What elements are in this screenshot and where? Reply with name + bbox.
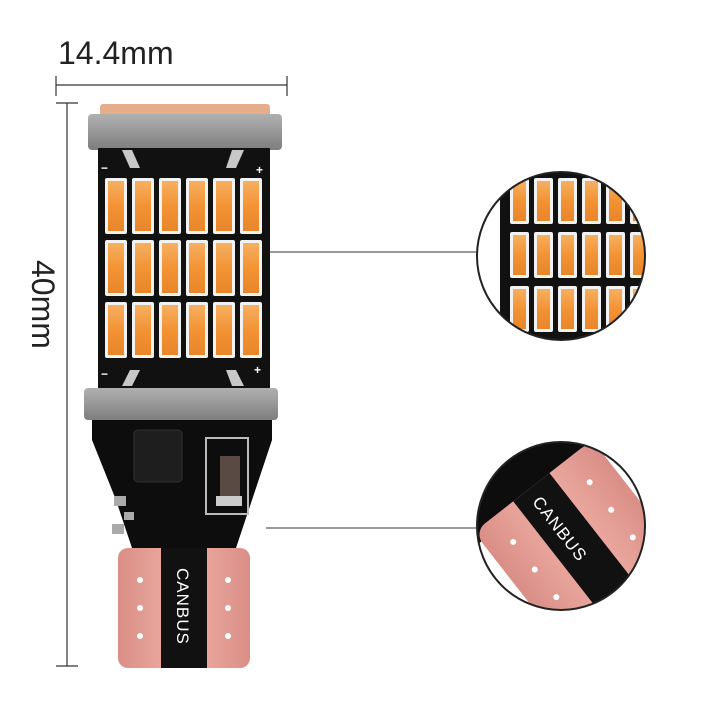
contact-dot [510,538,517,545]
led-chip [630,178,645,224]
width-dimension: 14.4mm [55,35,288,96]
height-dimension: 40mm [25,102,78,667]
clip-foot [122,150,140,168]
canbus-label: CANBUS [173,568,192,645]
led-chip-phosphor [633,235,645,275]
contact-dot [225,605,231,611]
led-bulb: − + − + CANBUS [84,104,282,668]
zoom-center-strip [513,473,636,610]
led-chip-phosphor [108,243,124,293]
polarity-plus-label: + [254,363,261,377]
led-chip-phosphor [585,181,598,221]
solder-pad [124,512,134,520]
contact-dot [586,479,593,486]
led-chip-phosphor [189,243,205,293]
led-chip-phosphor [216,243,232,293]
contact-dot [531,566,538,573]
bottom-clip [84,388,278,420]
zoom-border [476,441,646,611]
resistor-outline [205,437,249,515]
contact-dot [553,594,560,601]
contact-dot [608,506,615,513]
led-chip-phosphor [537,289,550,329]
led-chip-phosphor [162,181,178,231]
led-chip-phosphor [243,305,259,355]
led-chip-phosphor [216,305,232,355]
led-chip-phosphor [537,235,550,275]
clip-foot [122,370,140,386]
led-chip-phosphor [108,305,124,355]
led-chip-phosphor [609,181,622,221]
polarity-minus-label: − [101,367,108,381]
polarity-plus-label: + [256,163,263,177]
led-chip-phosphor [108,181,124,231]
led-chip-phosphor [162,305,178,355]
driver-chip [133,429,183,483]
contact-dot [137,577,143,583]
led-chip-phosphor [585,235,598,275]
led-chip-phosphor [513,289,526,329]
base-contact-dots [137,577,231,639]
solder-pad [114,496,126,506]
led-chip-phosphor [243,181,259,231]
led-chip [630,286,645,332]
led-chip-phosphor [513,181,526,221]
clip-foot [226,370,244,386]
contact-dot [225,577,231,583]
led-chip-phosphor [513,235,526,275]
led-chip-phosphor [216,181,232,231]
polarity-minus-label: − [101,161,108,175]
zoom-circle-base: CANBUS [476,441,646,611]
zoom-circle-leds [476,171,646,341]
led-chip-phosphor [162,243,178,293]
base-center-strip [161,548,207,668]
contact-dot [225,633,231,639]
led-chip-phosphor [243,243,259,293]
led-chip-phosphor [189,305,205,355]
led-chip-phosphor [135,181,151,231]
contact-dot [137,605,143,611]
led-chip-phosphor [189,181,205,231]
led-chip-phosphor [537,181,550,221]
led-chip-phosphor [609,235,622,275]
width-label: 14.4mm [58,35,174,71]
clip-foot [226,150,244,168]
zoom-border [476,171,646,341]
resistor-pad [216,496,242,506]
contact-dot [137,633,143,639]
led-chip-phosphor [561,181,574,221]
solder-pad [112,524,124,534]
led-chip-phosphor [585,289,598,329]
top-clip [88,114,282,150]
height-label: 40mm [25,260,61,349]
led-chip-phosphor [135,305,151,355]
contact-dot [629,534,636,541]
led-chip-phosphor [135,243,151,293]
led-chip-phosphor [561,289,574,329]
led-chip-phosphor [561,235,574,275]
resistor [220,456,240,500]
led-chip-grid [105,178,262,358]
